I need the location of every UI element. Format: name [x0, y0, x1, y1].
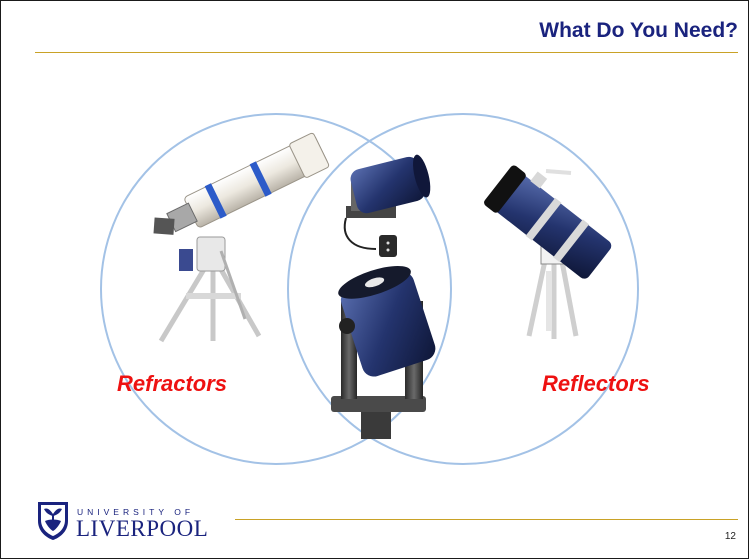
crest-icon — [38, 502, 68, 540]
reflectors-label: Reflectors — [542, 371, 650, 396]
compact-catadioptric-telescope-image — [343, 154, 431, 257]
slide-title: What Do You Need? — [539, 19, 738, 42]
logo-university-text: UNIVERSITY OF — [77, 507, 195, 517]
university-logo: UNIVERSITY OF LIVERPOOL — [37, 501, 237, 553]
logo-liverpool-text: LIVERPOOL — [76, 516, 209, 541]
refractors-label: Refractors — [117, 371, 228, 396]
footer-divider — [235, 519, 738, 520]
title-divider — [35, 52, 738, 53]
refractor-telescope-image — [153, 132, 330, 343]
schmidt-cassegrain-telescope-image — [331, 265, 436, 439]
newtonian-reflector-telescope-image — [484, 165, 612, 339]
refractors-circle — [100, 113, 452, 465]
reflectors-circle — [287, 113, 639, 465]
page-number: 12 — [724, 531, 736, 542]
